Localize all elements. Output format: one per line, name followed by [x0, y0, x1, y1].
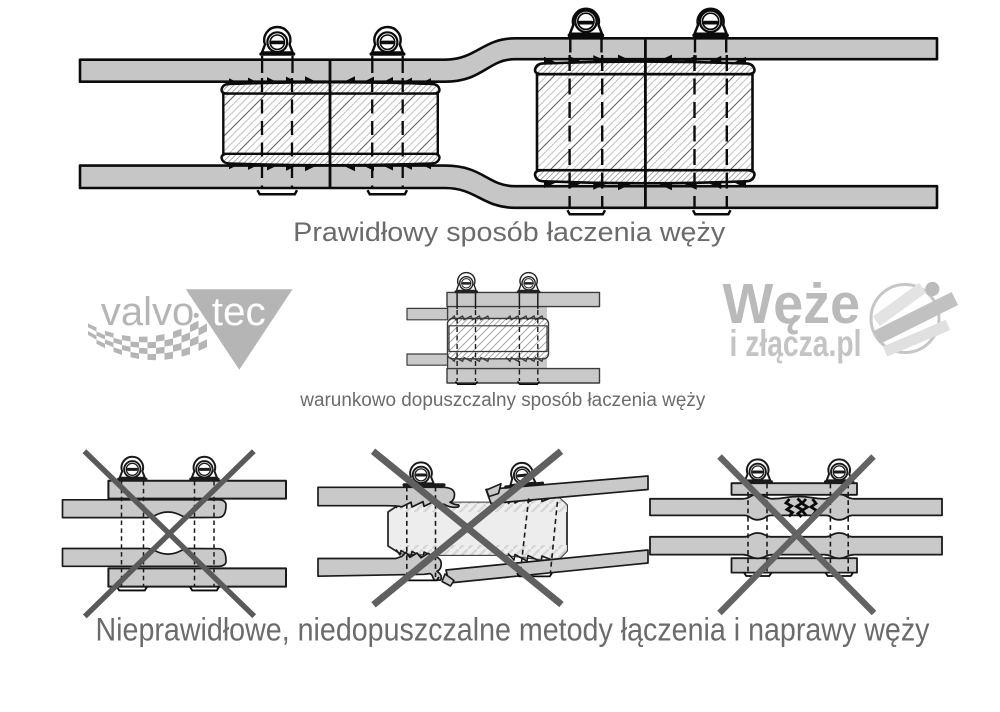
svg-text:Nieprawidłowe, niedopuszczalne: Nieprawidłowe, niedopuszczalne metody łą… [96, 612, 931, 648]
svg-text:Prawidłowy sposób łaczenia węż: Prawidłowy sposób łaczenia węży [293, 217, 726, 247]
svg-text:Węże: Węże [723, 272, 861, 336]
svg-text:tec: tec [212, 290, 266, 334]
svg-text:i złącza.pl: i złącza.pl [730, 322, 862, 364]
svg-text:valvo: valvo [101, 290, 194, 334]
svg-text:warunkowo dopuszczalny sposób: warunkowo dopuszczalny sposób łaczenia w… [299, 389, 705, 411]
